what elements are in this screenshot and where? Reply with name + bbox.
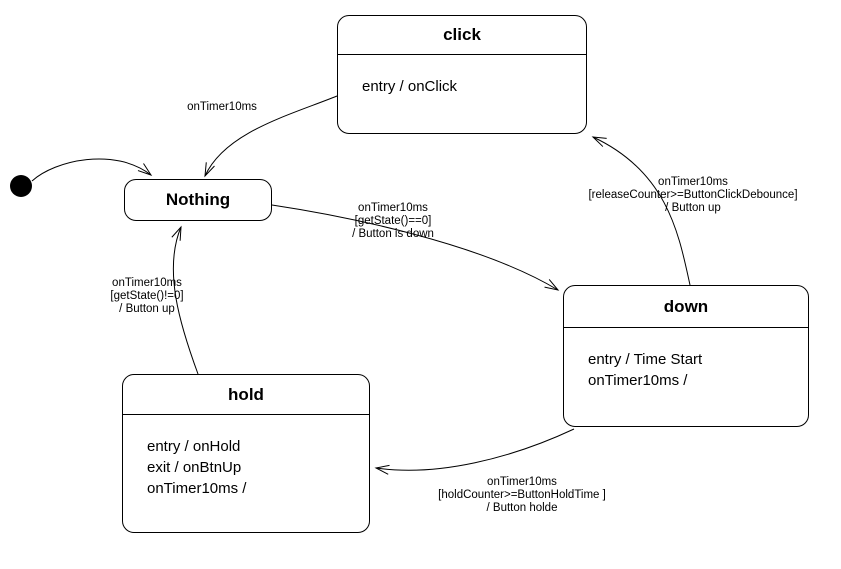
initial-state-dot[interactable]: [10, 175, 32, 197]
transition-trigger: onTimer10ms: [112, 277, 182, 289]
transition-label-hold-to-nothing: onTimer10ms [getState()!=0] / Button up: [110, 277, 183, 316]
transition-down-to-click[interactable]: [591, 136, 691, 286]
state-click-title: click: [443, 25, 481, 44]
transition-trigger: onTimer10ms: [187, 101, 257, 113]
state-action-line: onTimer10ms /: [588, 372, 688, 389]
state-nothing[interactable]: Nothing: [124, 179, 272, 221]
transition-action: / Button holde: [486, 502, 558, 514]
state-action-line: entry / Time Start: [588, 351, 703, 368]
state-down-actions: entry / Time Start onTimer10ms /: [564, 328, 808, 391]
state-action-line: onTimer10ms /: [147, 480, 247, 497]
state-hold-actions: entry / onHold exit / onBtnUp onTimer10m…: [123, 415, 369, 499]
transition-action: / Button is down: [352, 228, 434, 240]
transition-trigger: onTimer10ms: [658, 176, 728, 188]
state-hold[interactable]: hold entry / onHold exit / onBtnUp onTim…: [122, 374, 370, 533]
state-click-divider: [338, 54, 586, 55]
transition-nothing-to-down[interactable]: [271, 204, 560, 291]
transition-label-nothing-to-down: onTimer10ms [getState()==0] / Button is …: [352, 202, 434, 241]
state-down-divider: [564, 327, 808, 328]
transition-trigger: onTimer10ms: [487, 476, 557, 488]
state-click[interactable]: click entry / onClick: [337, 15, 587, 134]
transition-guard: [getState()!=0]: [110, 290, 184, 302]
transition-label-down-to-hold: onTimer10ms [holdCounter>=ButtonHoldTime…: [438, 476, 606, 515]
transition-action: / Button up: [665, 202, 721, 214]
state-action-line: exit / onBtnUp: [147, 459, 242, 476]
transition-label-down-to-click: onTimer10ms [releaseCounter>=ButtonClick…: [588, 176, 797, 215]
transition-guard: [holdCounter>=ButtonHoldTime ]: [438, 489, 606, 501]
transition-action: / Button up: [119, 303, 175, 315]
transition-click-to-nothing[interactable]: [204, 95, 338, 178]
state-nothing-title: Nothing: [165, 190, 231, 209]
state-down[interactable]: down entry / Time Start onTimer10ms /: [563, 285, 809, 427]
transition-guard: [releaseCounter>=ButtonClickDebounce]: [588, 189, 798, 201]
transition-guard: [getState()==0]: [354, 215, 432, 227]
state-down-title: down: [663, 296, 709, 316]
transition-label-click-to-nothing: onTimer10ms: [187, 101, 257, 114]
transition-initial-to-nothing[interactable]: [31, 158, 153, 182]
state-hold-divider: [123, 414, 369, 415]
state-click-actions: entry / onClick: [338, 55, 586, 97]
state-action-line: entry / onClick: [362, 78, 458, 95]
transition-hold-to-nothing[interactable]: [171, 225, 199, 375]
transition-trigger: onTimer10ms: [358, 202, 428, 214]
transition-down-to-hold[interactable]: [374, 428, 575, 475]
state-hold-title: hold: [228, 384, 264, 404]
state-action-line: entry / onHold: [147, 438, 241, 455]
